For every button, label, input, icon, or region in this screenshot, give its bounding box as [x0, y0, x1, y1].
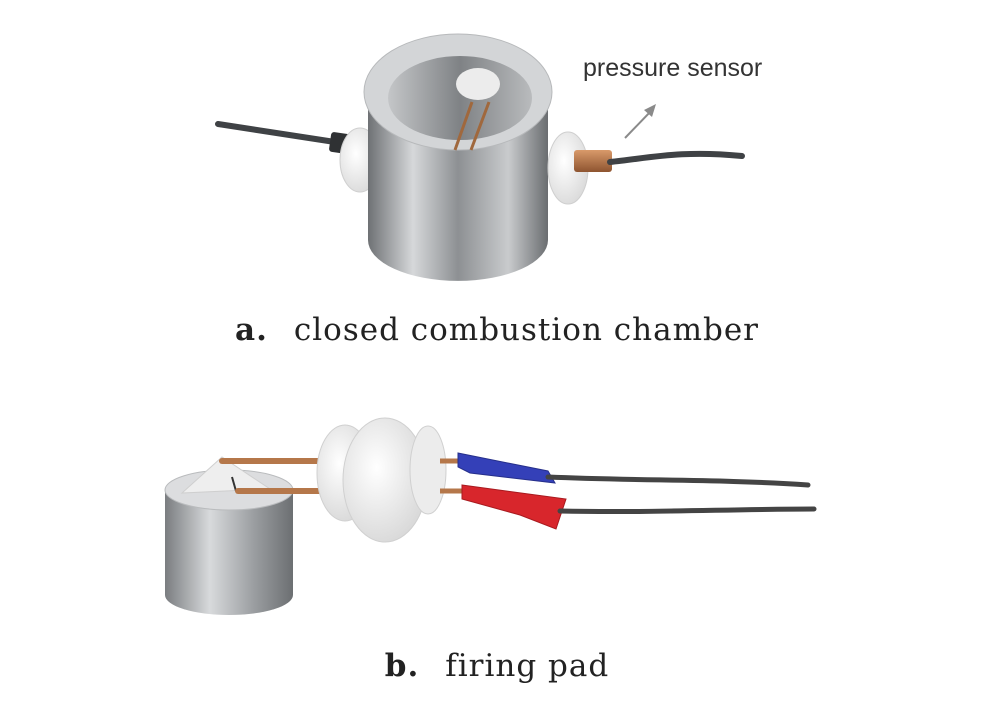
red-clip: [461, 484, 567, 530]
sensor-arrow: [624, 109, 653, 139]
caption-b-letter: b.: [384, 648, 420, 684]
pressure-sensor-label: pressure sensor: [583, 54, 763, 82]
red-clip-cable: [557, 506, 817, 515]
panel-b-illustration: [0, 395, 994, 635]
plug-back: [409, 425, 447, 515]
inner-insert: [456, 68, 500, 100]
ignition-wire: [231, 476, 237, 492]
firing-cup-body: [165, 490, 293, 615]
powder-cone: [180, 456, 272, 494]
caption-b: b. firing pad: [0, 648, 994, 684]
caption-a-letter: a.: [235, 312, 268, 348]
blue-clip-cable: [545, 474, 811, 488]
caption-a-text: closed combustion chamber: [293, 312, 759, 348]
sensor-copper-fitting: [574, 150, 612, 172]
sensor-arrow-head: [644, 104, 656, 117]
panel-a-illustration: pressure sensor: [0, 0, 994, 300]
caption-b-text: firing pad: [445, 648, 610, 684]
inner-wires: [453, 101, 491, 151]
caption-a: a. closed combustion chamber: [0, 312, 994, 348]
sensor-cable: [607, 150, 745, 165]
chamber-body: [368, 100, 548, 281]
chamber-inner-wall: [388, 56, 532, 140]
left-electrode-wire: [215, 121, 338, 145]
blue-clip: [457, 452, 556, 484]
